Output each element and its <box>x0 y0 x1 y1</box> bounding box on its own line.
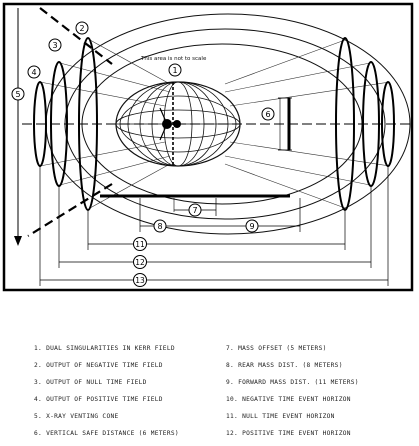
callout-6: 6 <box>261 107 275 121</box>
legend-item: 12. POSITIVE TIME EVENT HORIZON <box>226 430 351 437</box>
diagram-frame <box>2 2 414 292</box>
svg-text:6: 6 <box>265 110 270 119</box>
legend-item: 10. NEGATIVE TIME EVENT HORIZON <box>226 396 351 403</box>
callout-5: 5 <box>11 87 25 101</box>
legend-item: 2. OUTPUT OF NEGATIVE TIME FIELD <box>34 362 163 369</box>
callout-7: 7 <box>188 203 202 217</box>
svg-text:3: 3 <box>52 41 57 50</box>
dual-singularities <box>159 82 181 166</box>
svg-text:9: 9 <box>249 222 254 231</box>
callout-8: 8 <box>153 219 167 233</box>
svg-text:11: 11 <box>135 240 145 249</box>
xray-venting-cone <box>27 7 113 237</box>
field-lines <box>39 39 391 209</box>
svg-text:5: 5 <box>15 90 20 99</box>
callout-12: 12 <box>133 255 147 269</box>
cone-arrow-head <box>14 236 22 246</box>
callout-3: 3 <box>48 38 62 52</box>
legend-item: 11. NULL TIME EVENT HORIZON <box>226 413 335 420</box>
callout-9: 9 <box>245 219 259 233</box>
legend-item: 3. OUTPUT OF NULL TIME FIELD <box>34 379 147 386</box>
legend-item: 9. FORWARD MASS DIST. (11 METERS) <box>226 379 359 386</box>
scale-note: This area is not to scale <box>140 56 207 62</box>
legend-item: 7. MASS OFFSET (5 METERS) <box>226 345 327 352</box>
vertical-safe-distance-marker <box>278 97 292 151</box>
legend-item: 1. DUAL SINGULARITIES IN KERR FIELD <box>34 345 175 352</box>
svg-text:8: 8 <box>157 222 162 231</box>
legend-right-column: 7. MASS OFFSET (5 METERS) 8. REAR MASS D… <box>226 340 359 442</box>
dimension-lines <box>39 166 389 286</box>
svg-text:12: 12 <box>135 258 145 267</box>
legend-item: 6. VERTICAL SAFE DISTANCE (6 METERS) <box>34 430 179 437</box>
legend-item: 8. REAR MASS DIST. (8 METERS) <box>226 362 343 369</box>
svg-text:7: 7 <box>192 206 197 215</box>
legend: 1. DUAL SINGULARITIES IN KERR FIELD 2. O… <box>0 340 419 446</box>
svg-text:13: 13 <box>135 276 145 285</box>
svg-text:1: 1 <box>172 66 177 75</box>
callout-1: 1 <box>168 63 182 77</box>
legend-item: 4. OUTPUT OF POSITIVE TIME FIELD <box>34 396 163 403</box>
legend-item: 5. X-RAY VENTING CONE <box>34 413 119 420</box>
callout-13: 13 <box>133 273 147 287</box>
diagram: This area is not to scale 1 2 <box>2 2 414 292</box>
callout-2: 2 <box>75 21 89 35</box>
legend-left-column: 1. DUAL SINGULARITIES IN KERR FIELD 2. O… <box>34 340 179 442</box>
svg-text:2: 2 <box>79 24 84 33</box>
svg-text:4: 4 <box>31 68 36 77</box>
callout-4: 4 <box>27 65 41 79</box>
callout-11: 11 <box>133 237 147 251</box>
